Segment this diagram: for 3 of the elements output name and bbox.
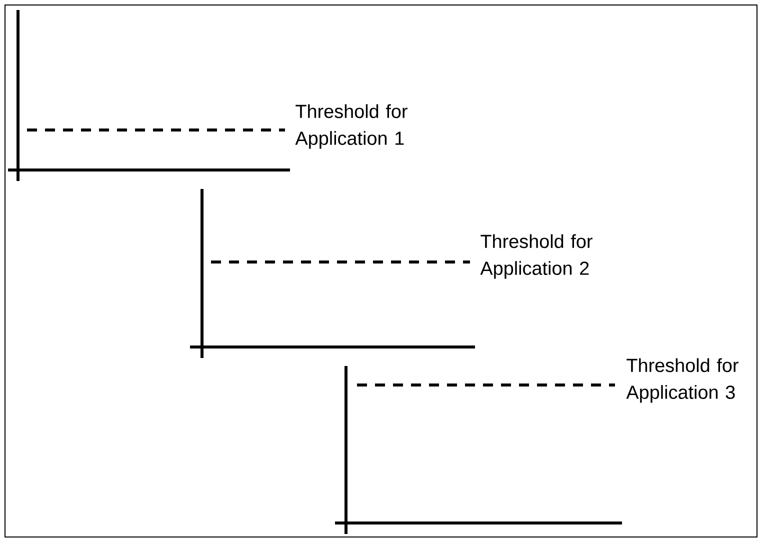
threshold-label: Threshold for Application 3 [626, 358, 738, 403]
threshold-label: Threshold for Application 1 [295, 104, 408, 149]
threshold-label: Threshold for Application 2 [480, 234, 592, 279]
